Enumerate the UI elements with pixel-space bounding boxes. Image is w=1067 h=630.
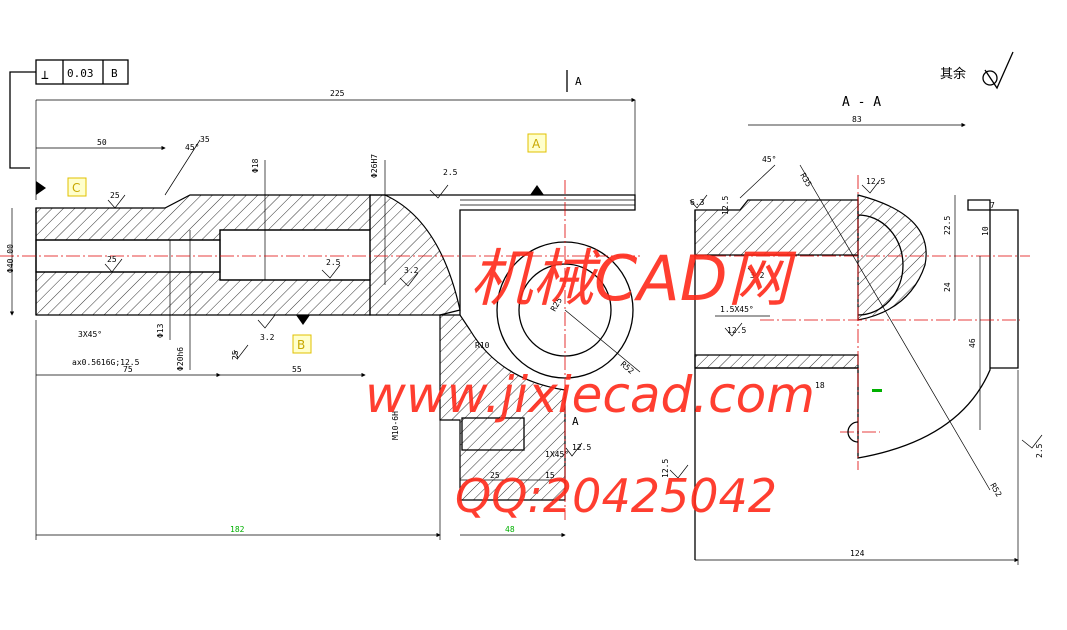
dim-chamfer-1-5: 1.5X45° [720,305,754,314]
dim-chamfer1: 1X45° [545,450,569,459]
dim-83: 83 [852,115,862,124]
dim-r35: R35 [798,172,813,189]
datum-tag-a: A [532,137,541,151]
section-mark-top: A [575,75,582,88]
dim-55: 55 [292,365,302,374]
watermark-qq: QQ:20425042 [455,469,777,523]
dim-24: 24 [943,282,952,292]
dim-10: 10 [981,226,990,236]
dim-124: 124 [850,549,865,558]
watermark-title: 机械CAD网 [470,242,796,315]
svg-text:6.3: 6.3 [690,198,705,207]
svg-text:3.2: 3.2 [750,271,765,280]
tolerance-frame: ⊥ 0.03 B [9,59,129,169]
dim-phi40: Φ40.00 [6,244,15,273]
section-view: A - A 83 124 R35 R52 45° 12.5 22.5 24 46… [661,95,1044,565]
section-label: A - A [842,95,881,110]
dim-m10: M10-6H [391,411,400,440]
svg-text:2.5: 2.5 [443,168,458,177]
svg-text:3.2: 3.2 [260,333,275,342]
dim-angle-45: 45° [185,143,199,152]
svg-text:2.5: 2.5 [1035,443,1044,458]
svg-text:12.5: 12.5 [866,177,885,186]
dim-7: 7 [990,201,995,210]
section-mark-bottom: A [572,415,579,428]
tolerance-value: 0.03 [67,67,94,80]
thread-note: ax0.5616G;12.5 [72,358,140,367]
tolerance-symbol: ⊥ [41,68,49,83]
roughness-note: 其余 [940,51,1014,90]
svg-text:25: 25 [110,191,120,200]
dim-r10: R10 [475,341,490,350]
dim-r52b: R52 [988,482,1003,499]
svg-text:12.5: 12.5 [661,459,670,478]
datum-tag-c: C [72,181,80,195]
dim-phi13: Φ13 [156,323,165,338]
tolerance-datum: B [111,67,118,80]
dim-d12_5a: 12.5 [721,196,730,215]
svg-text:12.5: 12.5 [572,443,591,452]
dim-18: 18 [815,381,825,390]
dim-overall-length: 225 [330,89,345,98]
svg-text:2.5: 2.5 [326,258,341,267]
watermark-url: www.jixiecad.com [365,366,815,424]
svg-text:12.5: 12.5 [727,326,746,335]
dim-50: 50 [97,138,107,147]
dim-deg45: 45° [762,155,776,164]
dim-22-5: 22.5 [943,216,952,235]
dim-46: 46 [968,338,977,348]
dim-182: 182 [230,525,245,534]
datum-tag-b: B [297,338,305,352]
dim-48: 48 [505,525,515,534]
svg-text:25: 25 [107,255,117,264]
dim-phi18: Φ18 [251,158,260,173]
svg-text:25: 25 [231,350,240,360]
dim-angle-35: 35 [200,135,210,144]
roughness-note-label: 其余 [940,66,966,82]
dim-phi20: Φ20h6 [176,347,185,371]
roughness-symbols: 25 25 25 2.5 2.5 3.2 3.2 12.5 [104,168,591,457]
shaft-view: R52 R25 R10 M10-6H 1X45° 3X45° ax0.5616G… [0,180,641,520]
watermark: 机械CAD网 www.jixiecad.com QQ:20425042 [365,242,815,523]
dim-chamfer3: 3X45° [78,330,102,339]
dim-75: 75 [123,365,133,374]
dim-phi26: Φ26H7 [370,154,379,178]
svg-text:3.2: 3.2 [404,266,419,275]
